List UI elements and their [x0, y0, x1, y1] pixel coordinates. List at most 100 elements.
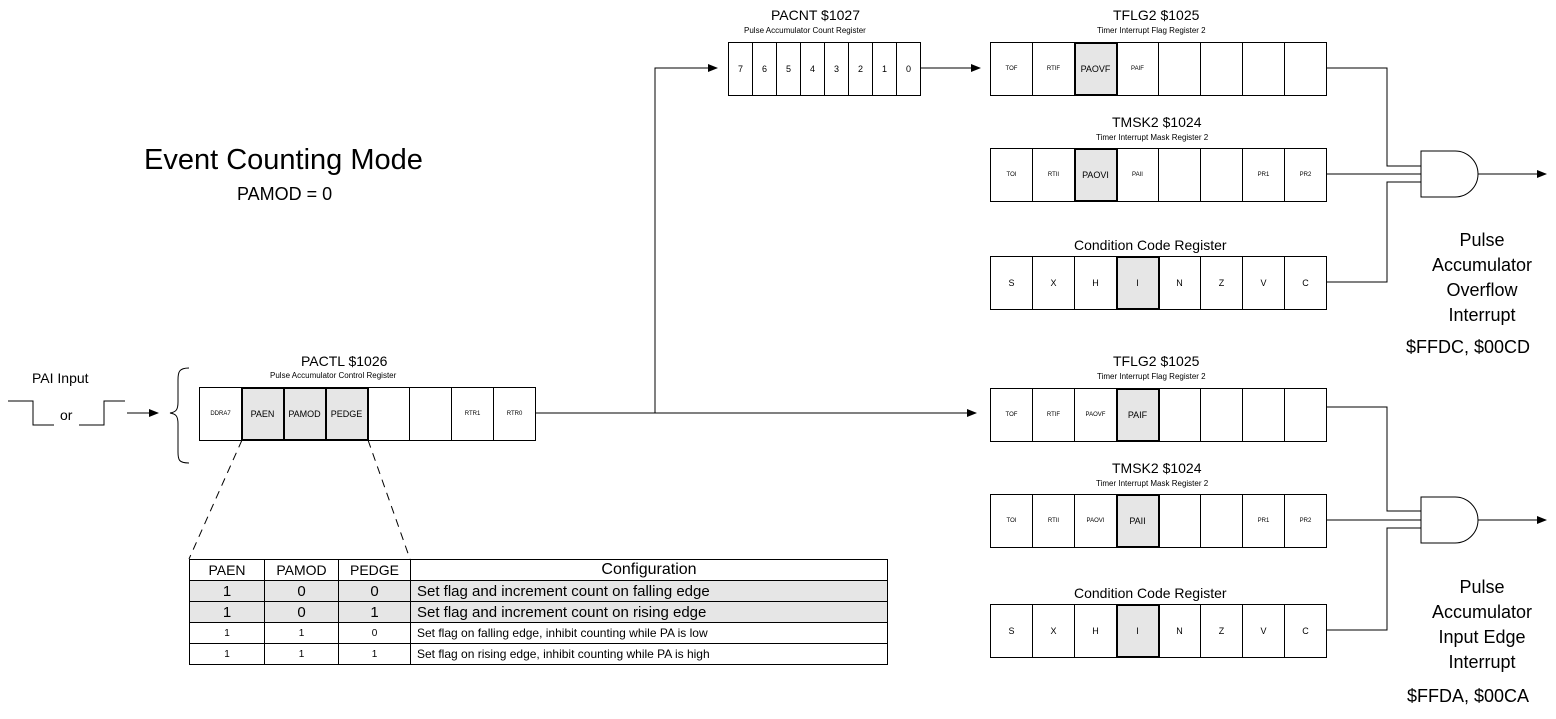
tmsk2-a-bit-4	[1159, 149, 1201, 201]
tmsk2-b-bit-paii: PAII	[1116, 494, 1160, 548]
tmsk2-a-bit-pr1: PR1	[1243, 149, 1285, 201]
tmsk2-b-bit-4	[1159, 495, 1201, 547]
gate-a-input-3	[1327, 181, 1421, 283]
ccr-b-bit-n: N	[1159, 605, 1201, 657]
tflg2-b-bit-7	[1285, 389, 1327, 441]
overflow-line-2: Accumulator	[1431, 255, 1533, 275]
ccr-a-bit-x: X	[1033, 257, 1075, 309]
pacnt-bit-4: 4	[801, 43, 825, 95]
tflg2-a-subtitle: Timer Interrupt Flag Register 2	[1097, 26, 1206, 35]
cell-pedge: 0	[338, 622, 411, 644]
edge-line-3: Input Edge	[1438, 627, 1526, 647]
cell-config: Set flag and increment count on rising e…	[410, 601, 888, 623]
pacnt-subtitle: Pulse Accumulator Count Register	[744, 26, 866, 35]
cell-config: Set flag on falling edge, inhibit counti…	[410, 622, 888, 644]
pacnt-bit-0: 0	[897, 43, 921, 95]
ccr-a-title: Condition Code Register	[1074, 237, 1227, 253]
pactl-subtitle: Pulse Accumulator Control Register	[270, 371, 397, 380]
tmsk2-a-bit-5	[1201, 149, 1243, 201]
edge-line-1: Pulse	[1459, 577, 1505, 597]
tflg2-a-bit-rtif: RTIF	[1033, 43, 1075, 95]
tmsk2-a-bit-toi: TOI	[991, 149, 1033, 201]
ccr-b-title: Condition Code Register	[1074, 585, 1227, 601]
pacnt-title: PACNT $1027	[771, 7, 860, 23]
tmsk2-a-bit-rtii: RTII	[1033, 149, 1075, 201]
tflg2-a-bit-7	[1285, 43, 1327, 95]
tflg2-b-title: TFLG2 $1025	[1113, 353, 1200, 369]
tmsk2-a-bit-paii: PAII	[1117, 149, 1159, 201]
overflow-line-3: Overflow	[1446, 280, 1518, 300]
tmsk2-a-subtitle: Timer Interrupt Mask Register 2	[1096, 133, 1209, 142]
header-configuration: Configuration	[410, 559, 888, 581]
pactl-register: DDRA7 PAEN PAMOD PEDGE RTR1 RTR0	[199, 387, 536, 441]
pacnt-register: 7 6 5 4 3 2 1 0	[728, 42, 921, 96]
pacnt-bit-3: 3	[825, 43, 849, 95]
cell-paen: 1	[189, 643, 265, 665]
table-header-row: PAEN PAMOD PEDGE Configuration	[189, 559, 888, 581]
cell-pamod: 1	[264, 622, 339, 644]
tmsk2-b-bit-5	[1201, 495, 1243, 547]
table-row: 1 0 0 Set flag and increment count on fa…	[189, 580, 888, 602]
pacnt-bit-6: 6	[753, 43, 777, 95]
pacnt-bit-7: 7	[729, 43, 753, 95]
ccr-a-bit-n: N	[1159, 257, 1201, 309]
config-table: PAEN PAMOD PEDGE Configuration 1 0 0 Set…	[189, 559, 888, 665]
edge-line-4: Interrupt	[1448, 652, 1516, 672]
cell-pamod: 1	[264, 643, 339, 665]
falling-edge-waveform	[8, 400, 54, 426]
gate-b-input-1	[1327, 406, 1421, 512]
ccr-b-bit-v: V	[1243, 605, 1285, 657]
ccr-a-bit-c: C	[1285, 257, 1327, 309]
tflg2-b-subtitle: Timer Interrupt Flag Register 2	[1097, 372, 1206, 381]
tmsk2-b-bit-rtii: RTII	[1033, 495, 1075, 547]
cell-paen: 1	[189, 622, 265, 644]
tmsk2-a-bit-paovi: PAOVI	[1074, 148, 1118, 202]
header-pedge: PEDGE	[338, 559, 411, 581]
or-label: or	[60, 407, 73, 423]
tmsk2-b-bit-pr2: PR2	[1285, 495, 1327, 547]
ccr-a-bit-i: I	[1116, 256, 1160, 310]
ccr-b-bit-h: H	[1075, 605, 1117, 657]
tflg2-b-bit-4	[1159, 389, 1201, 441]
ccr-a-bit-h: H	[1075, 257, 1117, 309]
pactl-bit-rtr1: RTR1	[452, 388, 494, 440]
ccr-b-bit-x: X	[1033, 605, 1075, 657]
zoom-line-left	[188, 439, 243, 560]
table-row: 1 0 1 Set flag and increment count on ri…	[189, 601, 888, 623]
tflg2-b-register: TOF RTIF PAOVF PAIF	[990, 388, 1327, 442]
tflg2-a-bit-paovf: PAOVF	[1074, 42, 1118, 96]
tflg2-a-bit-tof: TOF	[991, 43, 1033, 95]
tflg2-a-title: TFLG2 $1025	[1113, 7, 1200, 23]
cell-config: Set flag and increment count on falling …	[410, 580, 888, 602]
ccr-b-bit-z: Z	[1201, 605, 1243, 657]
to-pacnt-line	[654, 64, 718, 413]
cell-pedge: 0	[338, 580, 411, 602]
tmsk2-b-bit-pr1: PR1	[1243, 495, 1285, 547]
rising-edge-waveform	[79, 400, 125, 426]
cell-paen: 1	[189, 601, 265, 623]
cell-pedge: 1	[338, 643, 411, 665]
ccr-a-bit-v: V	[1243, 257, 1285, 309]
cell-config: Set flag on rising edge, inhibit countin…	[410, 643, 888, 665]
mode-title: Event Counting Mode	[144, 144, 423, 176]
tflg2-a-bit-5	[1201, 43, 1243, 95]
tmsk2-b-register: TOI RTII PAOVI PAII PR1 PR2	[990, 494, 1327, 548]
ccr-a-bit-s: S	[991, 257, 1033, 309]
table-row: 1 1 1 Set flag on rising edge, inhibit c…	[189, 643, 888, 665]
input-brace	[169, 367, 190, 464]
tflg2-b-bit-paovf: PAOVF	[1075, 389, 1117, 441]
edge-line-2: Accumulator	[1431, 602, 1533, 622]
tmsk2-a-register: TOI RTII PAOVI PAII PR1 PR2	[990, 148, 1327, 202]
pacnt-bit-2: 2	[849, 43, 873, 95]
pactl-bit-pedge: PEDGE	[325, 387, 369, 441]
tmsk2-b-bit-toi: TOI	[991, 495, 1033, 547]
mode-subtitle: PAMOD = 0	[237, 184, 333, 204]
pai-input-label: PAI Input	[32, 370, 89, 386]
ccr-a-register: S X H I N Z V C	[990, 256, 1327, 310]
pactl-bit-5	[410, 388, 452, 440]
ccr-b-bit-i: I	[1116, 604, 1160, 658]
header-paen: PAEN	[189, 559, 265, 581]
tflg2-b-bit-rtif: RTIF	[1033, 389, 1075, 441]
header-pamod: PAMOD	[264, 559, 339, 581]
